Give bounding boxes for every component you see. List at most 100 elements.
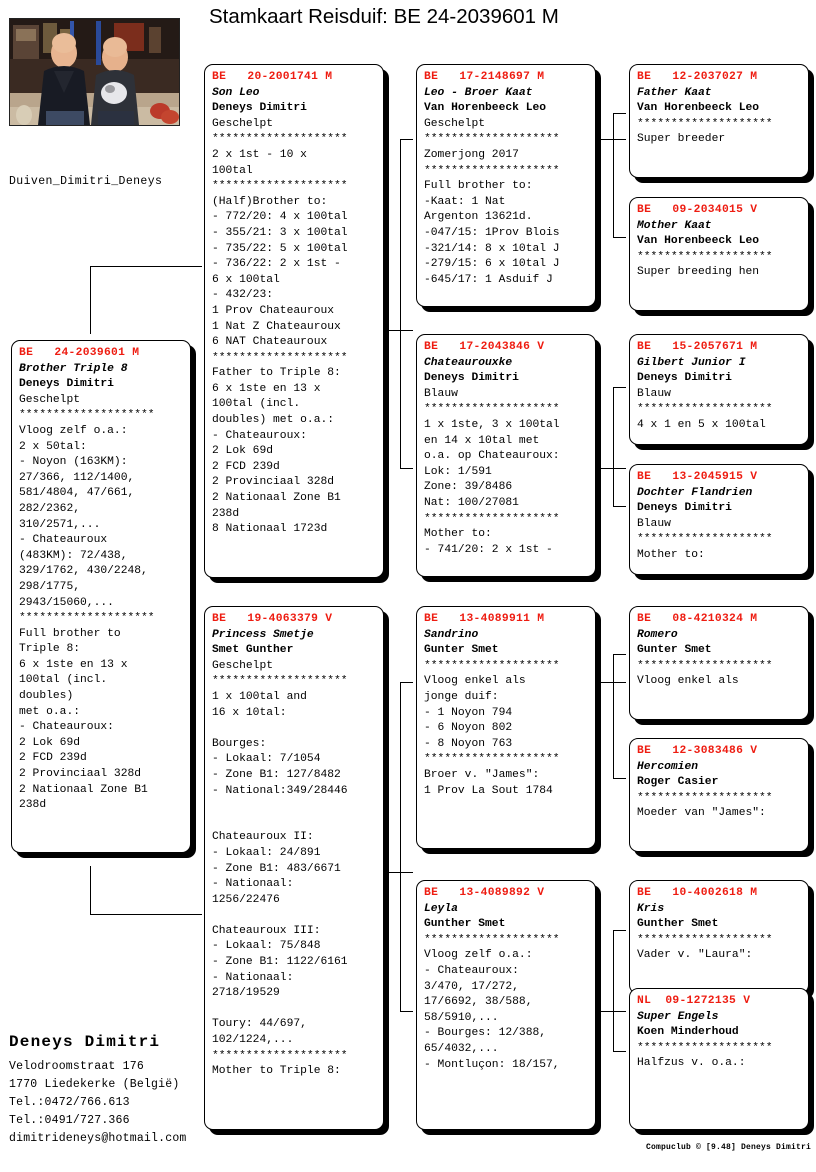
connector-subject-top (90, 266, 202, 267)
pigeon-card-father[interactable]: BE 20-2001741 M Son Leo Deneys Dimitri G… (204, 64, 384, 578)
connector-subject-bottom (90, 914, 202, 915)
page-title: Stamkaart Reisduif: BE 24-2039601 M (209, 5, 559, 28)
pigeon-card-mm-father[interactable]: BE 10-4002618 M Kris Gunther Smet ******… (629, 880, 809, 994)
connector-mm-vert (613, 930, 614, 1052)
connector-ff-mid (598, 139, 626, 140)
card-color: Geschelpt (212, 117, 274, 130)
card-separator: ******************** (424, 133, 560, 146)
card-details: Super breeding hen (637, 266, 760, 279)
card-pigeon-name: Sandrino (424, 628, 479, 641)
breeder-name: Deneys Dimitri (9, 1033, 161, 1051)
connector-subject-stem-lower (90, 866, 91, 915)
connector-mother-mid (385, 872, 413, 873)
connector-ff-vert (613, 113, 614, 238)
card-details: Halfzus v. o.a.: (637, 1057, 746, 1070)
breeder-address-street: Velodroomstraat 176 (9, 1060, 144, 1073)
card-owner: Deneys Dimitri (637, 372, 732, 385)
pigeon-card-mother-mother[interactable]: BE 13-4089892 V Leyla Gunther Smet *****… (416, 880, 596, 1130)
connector-ff-to-ffm (613, 237, 626, 238)
card-separator: ******************** (212, 133, 348, 146)
card-separator: ******************** (637, 659, 773, 672)
card-details: Zomerjong 2017 ******************** Full… (424, 148, 560, 286)
breeder-phone-1: Tel.:0472/766.613 (9, 1096, 130, 1109)
connector-mm-to-mmf (613, 930, 626, 931)
pigeon-card-mf-mother[interactable]: BE 12-3083486 V Hercomien Roger Casier *… (629, 738, 809, 852)
pigeon-card-father-mother[interactable]: BE 17-2043846 V Chateaurouxke Deneys Dim… (416, 334, 596, 577)
card-owner: Van Horenbeeck Leo (637, 102, 760, 115)
card-ring-number: BE 20-2001741 M (212, 71, 333, 83)
breeder-phone-2: Tel.:0491/727.366 (9, 1114, 130, 1127)
card-ring-number: BE 09-2034015 V (637, 204, 758, 216)
pigeon-card-subject[interactable]: BE 24-2039601 M Brother Triple 8 Deneys … (11, 340, 191, 853)
card-owner: Gunther Smet (637, 918, 719, 931)
card-color: Blauw (637, 387, 671, 400)
pigeon-card-ff-father[interactable]: BE 12-2037027 M Father Kaat Van Horenbee… (629, 64, 809, 178)
connector-fm-to-fmm (613, 506, 626, 507)
card-pigeon-name: Super Engels (637, 1010, 719, 1023)
card-owner: Deneys Dimitri (424, 372, 519, 385)
pigeon-card-father-father[interactable]: BE 17-2148697 M Leo - Broer Kaat Van Hor… (416, 64, 596, 307)
card-owner: Koen Minderhoud (637, 1026, 739, 1039)
card-ring-number: BE 12-2037027 M (637, 71, 758, 83)
card-details: Vloog enkel als jonge duif: - 1 Noyon 79… (424, 675, 560, 797)
pigeon-card-fm-mother[interactable]: BE 13-2045915 V Dochter Flandrien Deneys… (629, 464, 809, 575)
card-details: Vader v. "Laura": (637, 949, 753, 962)
card-details: Vloog zelf o.a.: 2 x 50tal: - Noyon (163… (19, 424, 155, 812)
card-details: Vloog enkel als (637, 675, 739, 688)
card-owner: Smet Gunther (212, 644, 294, 657)
pigeon-card-ff-mother[interactable]: BE 09-2034015 V Mother Kaat Van Horenbee… (629, 197, 809, 311)
card-details: Mother to: (637, 548, 705, 561)
card-pigeon-name: Princess Smetje (212, 628, 314, 641)
software-credit: Compuclub © [9.48] Deneys Dimitri (646, 1143, 812, 1152)
connector-mf-vert (613, 654, 614, 779)
card-separator: ******************** (637, 1041, 773, 1054)
card-pigeon-name: Gilbert Junior I (637, 356, 746, 369)
card-pigeon-name: Kris (637, 902, 665, 915)
card-ring-number: BE 12-3083486 V (637, 745, 758, 757)
card-owner: Gunther Smet (424, 918, 506, 931)
card-ring-number: BE 17-2148697 M (424, 71, 545, 83)
card-details: Vloog zelf o.a.: - Chateauroux: 3/470, 1… (424, 949, 560, 1071)
connector-fm-mid (598, 468, 626, 469)
card-owner: Van Horenbeeck Leo (424, 102, 547, 115)
breeder-email[interactable]: dimitrideneys@hotmail.com (9, 1132, 187, 1145)
pigeon-card-mf-father[interactable]: BE 08-4210324 M Romero Gunter Smet *****… (629, 606, 809, 720)
connector-mf-to-mff (613, 654, 626, 655)
card-ring-number: BE 17-2043846 V (424, 341, 545, 353)
card-ring-number: BE 19-4063379 V (212, 613, 333, 625)
card-owner: Deneys Dimitri (212, 102, 307, 115)
card-separator: ******************** (637, 791, 773, 804)
card-separator: ******************** (212, 675, 348, 688)
connector-mf-mid (598, 682, 626, 683)
card-color: Blauw (637, 517, 671, 530)
pigeon-card-mother-father[interactable]: BE 13-4089911 M Sandrino Gunter Smet ***… (416, 606, 596, 849)
card-separator: ******************** (637, 533, 773, 546)
card-pigeon-name: Brother Triple 8 (19, 362, 128, 375)
card-ring-number: BE 13-2045915 V (637, 471, 758, 483)
card-ring-number: BE 13-4089892 V (424, 887, 545, 899)
pigeon-card-mm-mother[interactable]: NL 09-1272135 V Super Engels Koen Minder… (629, 988, 809, 1130)
card-separator: ******************** (637, 250, 773, 263)
card-pigeon-name: Hercomien (637, 760, 699, 773)
card-separator: ******************** (637, 933, 773, 946)
card-pigeon-name: Chateaurouxke (424, 356, 513, 369)
card-separator: ******************** (424, 933, 560, 946)
card-separator: ******************** (19, 409, 155, 422)
card-pigeon-name: Romero (637, 628, 678, 641)
connector-fm-vert (613, 387, 614, 507)
card-separator: ******************** (637, 403, 773, 416)
photo-illustration (10, 19, 179, 125)
card-details: 1 x 1ste, 3 x 100tal en 14 x 10tal met o… (424, 418, 560, 556)
card-pigeon-name: Dochter Flandrien (637, 486, 753, 499)
pigeon-card-fm-father[interactable]: BE 15-2057671 M Gilbert Junior I Deneys … (629, 334, 809, 445)
pigeon-card-mother[interactable]: BE 19-4063379 V Princess Smetje Smet Gun… (204, 606, 384, 1130)
card-details: 2 x 1st - 10 x 100tal ******************… (212, 148, 348, 536)
card-details: 1 x 100tal and 16 x 10tal: Bourges: - Lo… (212, 690, 348, 1078)
card-owner: Deneys Dimitri (19, 378, 114, 391)
connector-mm-to-mmm (613, 1051, 626, 1052)
card-details: 4 x 1 en 5 x 100tal (637, 418, 766, 431)
connector-mother-vert (400, 682, 401, 1012)
connector-mm-mid (598, 1011, 626, 1012)
breeder-address-city: 1770 Liedekerke (België) (9, 1078, 180, 1091)
connector-mf-to-mfm (613, 778, 626, 779)
